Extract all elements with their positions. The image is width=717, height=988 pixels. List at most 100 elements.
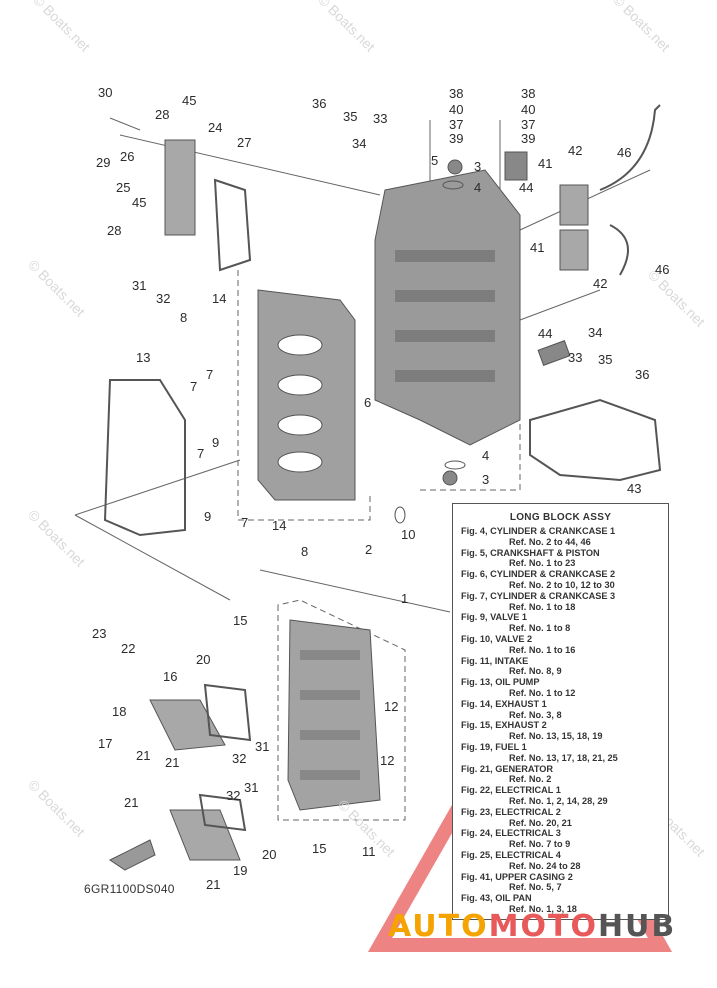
callout-label: 31 bbox=[244, 780, 259, 795]
callout-label: 35 bbox=[598, 352, 613, 367]
gasket-20a bbox=[203, 683, 252, 742]
callout-label: 8 bbox=[301, 544, 309, 559]
ring-4-bottom bbox=[444, 460, 466, 470]
callout-label: 26 bbox=[120, 149, 135, 164]
reference-box: LONG BLOCK ASSY Fig. 4, CYLINDER & CRANK… bbox=[452, 503, 669, 920]
callout-label: 44 bbox=[519, 180, 534, 195]
reference-fig: Fig. 23, ELECTRICAL 2 bbox=[461, 806, 561, 817]
reference-fig: Fig. 19, FUEL 1 bbox=[461, 741, 527, 752]
callout-label: 7 bbox=[197, 446, 205, 461]
reference-ref: Ref. No. 24 to 28 bbox=[509, 860, 581, 871]
callout-label: 20 bbox=[262, 847, 277, 862]
callout-label: 24 bbox=[208, 120, 223, 135]
callout-label: 12 bbox=[384, 699, 399, 714]
reference-box-title: LONG BLOCK ASSY bbox=[509, 512, 612, 523]
callout-label: 44 bbox=[538, 326, 553, 341]
callout-label: 7 bbox=[241, 515, 249, 530]
callout-label: 34 bbox=[588, 325, 603, 340]
callout-label: 21 bbox=[124, 795, 139, 810]
callout-label: 12 bbox=[380, 753, 395, 768]
callout-label: 18 bbox=[112, 704, 127, 719]
gasket-43 bbox=[529, 398, 662, 482]
callout-label: 37 bbox=[521, 117, 536, 132]
ring-4-top bbox=[442, 180, 464, 190]
callout-label: 2 bbox=[365, 542, 373, 557]
reference-fig: Fig. 9, VALVE 1 bbox=[461, 612, 528, 623]
callout-label: 14 bbox=[212, 291, 227, 306]
sensor-wire-46b bbox=[609, 224, 629, 276]
direction-arrow bbox=[109, 839, 156, 871]
reference-fig: Fig. 21, GENERATOR bbox=[461, 763, 554, 774]
callout-label: 8 bbox=[180, 310, 188, 325]
callout-label: 36 bbox=[635, 367, 650, 382]
reference-fig: Fig. 25, ELECTRICAL 4 bbox=[461, 849, 561, 860]
callout-label: 32 bbox=[232, 751, 247, 766]
diagram-code: 6GR1100DS040 bbox=[84, 882, 175, 896]
callout-label: 19 bbox=[233, 863, 248, 878]
callout-label: 11 bbox=[362, 844, 376, 859]
callout-label: 15 bbox=[233, 613, 248, 628]
reference-ref: Ref. No. 20, 21 bbox=[509, 817, 572, 828]
callout-label: 3 bbox=[474, 159, 482, 174]
callout-label: 28 bbox=[155, 107, 170, 122]
callout-label: 7 bbox=[206, 367, 214, 382]
callout-label: 9 bbox=[204, 509, 212, 524]
reference-ref: Ref. No. 1 to 16 bbox=[509, 644, 576, 655]
reference-fig: Fig. 15, EXHAUST 2 bbox=[461, 720, 547, 731]
bracket-44b bbox=[537, 340, 571, 366]
reference-ref: Ref. No. 1 to 23 bbox=[509, 558, 576, 569]
callout-label: 38 bbox=[521, 86, 536, 101]
callout-label: 36 bbox=[312, 96, 327, 111]
cover-19 bbox=[169, 809, 241, 861]
callout-label: 25 bbox=[116, 180, 131, 195]
callout-label: 20 bbox=[196, 652, 211, 667]
callout-label: 21 bbox=[136, 748, 151, 763]
reference-ref: Ref. No. 2 to 10, 12 to 30 bbox=[509, 579, 615, 590]
callout-label: 32 bbox=[226, 788, 241, 803]
callout-label: 28 bbox=[107, 223, 122, 238]
callout-label: 6 bbox=[364, 395, 372, 410]
callout-label: 17 bbox=[98, 736, 113, 751]
reference-ref: Ref. No. 3, 8 bbox=[509, 709, 562, 720]
callout-label: 45 bbox=[182, 93, 197, 108]
cover-plate-24 bbox=[164, 139, 196, 236]
callout-label: 22 bbox=[121, 641, 136, 656]
callout-label: 21 bbox=[165, 755, 180, 770]
reference-ref: Ref. No. 2 to 44, 46 bbox=[509, 536, 591, 547]
site-logo: AUTOMOTOHUB bbox=[388, 909, 676, 944]
callout-label: 29 bbox=[96, 155, 111, 170]
callout-label: 31 bbox=[255, 739, 270, 754]
cover-16 bbox=[149, 699, 226, 751]
callout-label: 32 bbox=[156, 291, 171, 306]
sensor-wire-46a bbox=[599, 104, 661, 191]
callout-label: 41 bbox=[530, 240, 545, 255]
callout-label: 3 bbox=[482, 472, 490, 487]
reference-ref: Ref. No. 1, 2, 14, 28, 29 bbox=[509, 795, 608, 806]
callout-label: 31 bbox=[132, 278, 147, 293]
reference-ref: Ref. No. 13, 17, 18, 21, 25 bbox=[509, 752, 618, 763]
reference-fig: Fig. 24, ELECTRICAL 3 bbox=[461, 828, 561, 839]
callout-label: 33 bbox=[568, 350, 583, 365]
callout-label: 23 bbox=[92, 626, 107, 641]
callout-label: 43 bbox=[627, 481, 642, 496]
reference-ref: Ref. No. 5, 7 bbox=[509, 882, 562, 893]
reference-ref: Ref. No. 2 bbox=[509, 774, 552, 785]
callout-label: 5 bbox=[431, 153, 439, 168]
callout-label: 42 bbox=[568, 143, 583, 158]
reference-ref: Ref. No. 8, 9 bbox=[509, 666, 562, 677]
reference-fig: Fig. 11, INTAKE bbox=[461, 655, 529, 666]
reference-fig: Fig. 10, VALVE 2 bbox=[461, 633, 533, 644]
bracket-44a bbox=[504, 151, 528, 181]
reference-fig: Fig. 6, CYLINDER & CRANKCASE 2 bbox=[461, 569, 616, 580]
reference-fig: Fig. 43, OIL PAN bbox=[461, 893, 532, 904]
callout-label: 46 bbox=[655, 262, 670, 277]
callout-label: 4 bbox=[474, 180, 482, 195]
callout-label: 39 bbox=[449, 131, 464, 146]
reference-ref: Ref. No. 13, 15, 18, 19 bbox=[509, 731, 603, 742]
lower-block-outline bbox=[277, 599, 406, 821]
callout-label: 16 bbox=[163, 669, 178, 684]
reference-fig: Fig. 5, CRANKSHAFT & PISTON bbox=[461, 547, 600, 558]
logo-text-moto: MOTO bbox=[488, 909, 598, 944]
callout-label: 9 bbox=[212, 435, 220, 450]
